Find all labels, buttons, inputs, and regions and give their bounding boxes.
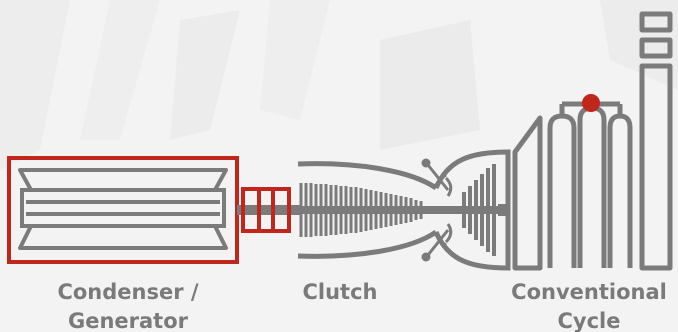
label-conventional-cycle: Conventional Cycle <box>500 278 678 332</box>
label-clutch: Clutch <box>280 278 400 307</box>
label-condenser-generator: Condenser / Generator <box>28 278 228 332</box>
condenser-generator <box>9 158 237 262</box>
fuel-point-dot <box>582 94 600 112</box>
